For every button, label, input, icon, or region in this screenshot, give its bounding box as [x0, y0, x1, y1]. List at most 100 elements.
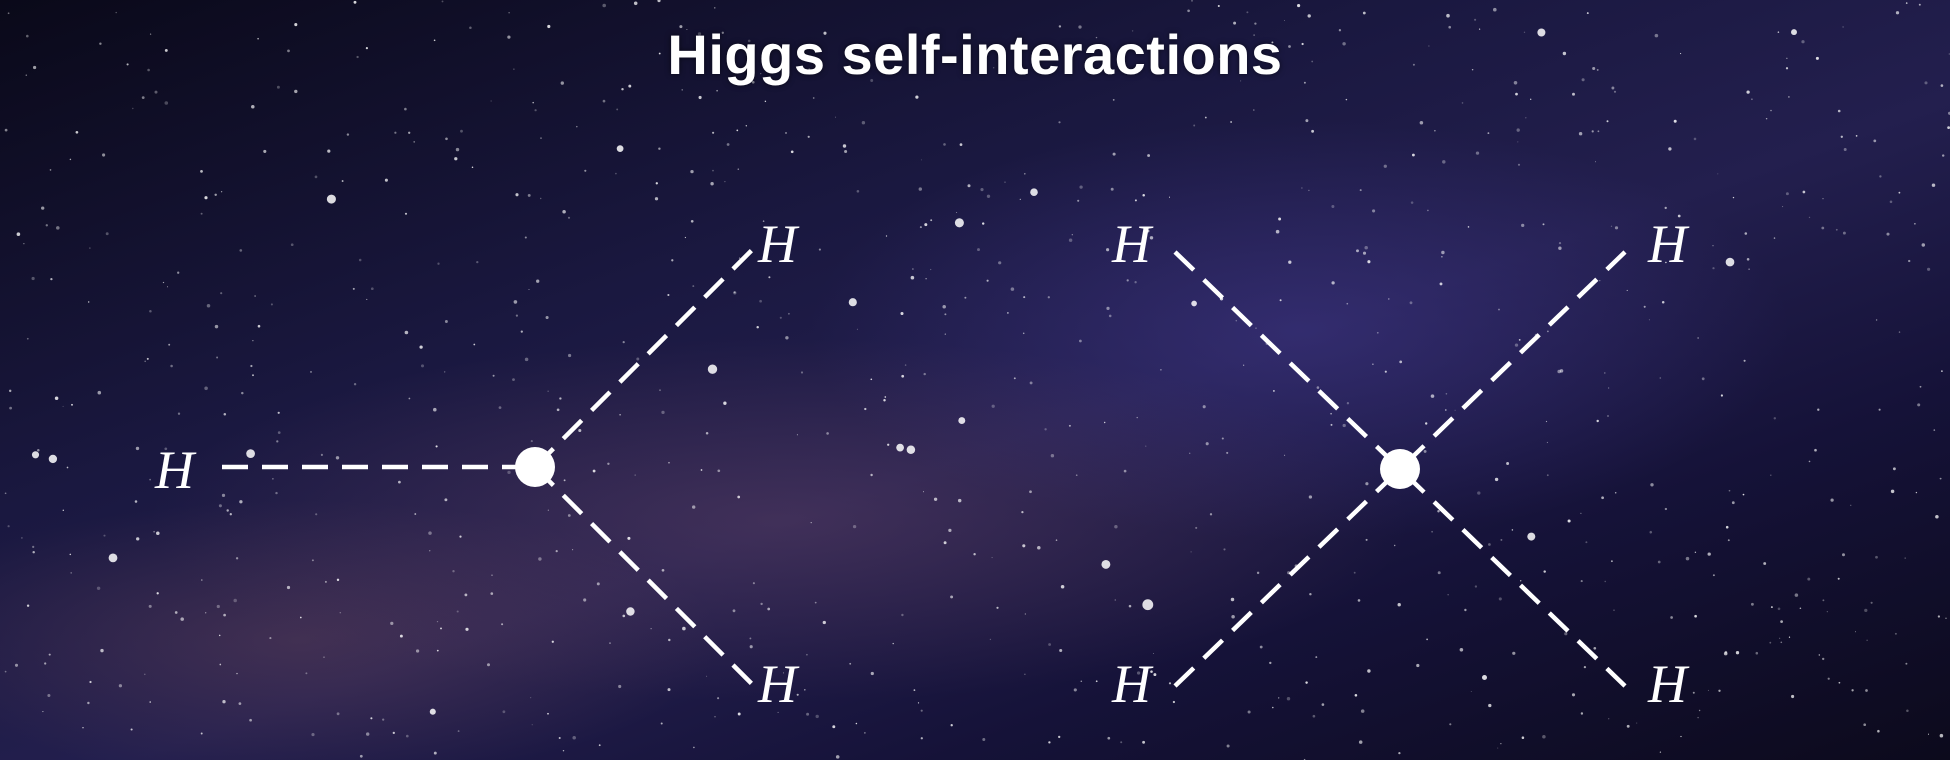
- star: [661, 410, 665, 415]
- star: [1195, 526, 1198, 529]
- star: [1142, 599, 1154, 611]
- star: [89, 680, 92, 684]
- star: [437, 262, 440, 265]
- star: [1840, 135, 1843, 138]
- star: [991, 557, 993, 559]
- star: [1748, 268, 1750, 270]
- star: [428, 531, 432, 535]
- star: [1308, 495, 1313, 499]
- star: [1648, 319, 1650, 321]
- star: [144, 360, 146, 363]
- star: [1821, 226, 1825, 230]
- star: [96, 586, 101, 591]
- star: [365, 47, 368, 50]
- star: [1367, 669, 1371, 673]
- star: [1269, 661, 1272, 665]
- star: [392, 731, 395, 735]
- star: [767, 80, 770, 83]
- star: [1802, 190, 1806, 194]
- star: [1585, 541, 1588, 544]
- star: [733, 291, 736, 294]
- star: [1142, 193, 1145, 197]
- star: [1112, 152, 1116, 156]
- star: [1611, 86, 1615, 90]
- star: [429, 708, 436, 715]
- star: [560, 81, 564, 85]
- star: [1517, 163, 1521, 166]
- star: [1217, 4, 1220, 8]
- star: [200, 170, 203, 173]
- star: [986, 194, 991, 198]
- star: [1770, 606, 1773, 609]
- star: [1515, 92, 1518, 96]
- star: [524, 236, 527, 239]
- star: [584, 169, 587, 172]
- star: [1253, 34, 1255, 36]
- star: [335, 456, 340, 460]
- star: [226, 509, 229, 512]
- star: [650, 628, 652, 630]
- star: [1636, 722, 1638, 724]
- quartic-diagram: H H H H: [1111, 214, 1690, 714]
- star: [1835, 228, 1838, 231]
- star: [1308, 189, 1310, 192]
- star: [1680, 53, 1682, 55]
- star: [1202, 405, 1206, 409]
- star: [435, 445, 438, 448]
- star: [737, 495, 741, 499]
- star: [1048, 741, 1051, 744]
- star: [97, 390, 102, 395]
- star: [1947, 126, 1950, 129]
- star: [346, 133, 350, 136]
- star: [749, 637, 752, 640]
- star: [47, 693, 51, 698]
- star: [4, 128, 8, 132]
- star: [1128, 604, 1132, 608]
- star: [1898, 331, 1901, 333]
- star: [692, 505, 696, 509]
- star: [1461, 102, 1464, 104]
- star: [1342, 423, 1346, 428]
- star: [562, 210, 566, 214]
- star: [733, 291, 737, 295]
- star: [1769, 641, 1772, 644]
- star: [870, 79, 874, 82]
- star: [1058, 735, 1061, 739]
- star: [1459, 648, 1464, 652]
- star: [239, 249, 243, 252]
- star: [684, 236, 687, 239]
- star: [1498, 308, 1500, 311]
- star: [1410, 201, 1414, 204]
- star: [311, 733, 315, 737]
- star: [1434, 130, 1436, 132]
- star: [1665, 261, 1667, 264]
- star: [4, 670, 7, 673]
- star: [1360, 709, 1365, 713]
- star: [1365, 538, 1368, 541]
- star: [556, 408, 560, 412]
- star: [1022, 332, 1025, 335]
- star: [1146, 229, 1150, 233]
- star: [806, 653, 808, 656]
- star: [1511, 529, 1514, 531]
- higgs-line-bottomleft-topright: [1173, 250, 1627, 688]
- star: [1284, 454, 1286, 456]
- star: [823, 31, 827, 35]
- star: [1114, 599, 1116, 601]
- star: [290, 243, 294, 247]
- star: [311, 559, 314, 562]
- star: [444, 498, 448, 502]
- star: [1272, 706, 1274, 709]
- star: [1297, 4, 1301, 8]
- star: [538, 557, 542, 561]
- star: [323, 656, 325, 658]
- star: [1058, 121, 1061, 124]
- star: [384, 178, 388, 182]
- star: [607, 462, 610, 465]
- star: [943, 541, 947, 545]
- star: [1942, 154, 1945, 157]
- star: [1735, 651, 1740, 655]
- star: [238, 702, 242, 705]
- star: [982, 738, 986, 741]
- star: [1478, 28, 1481, 30]
